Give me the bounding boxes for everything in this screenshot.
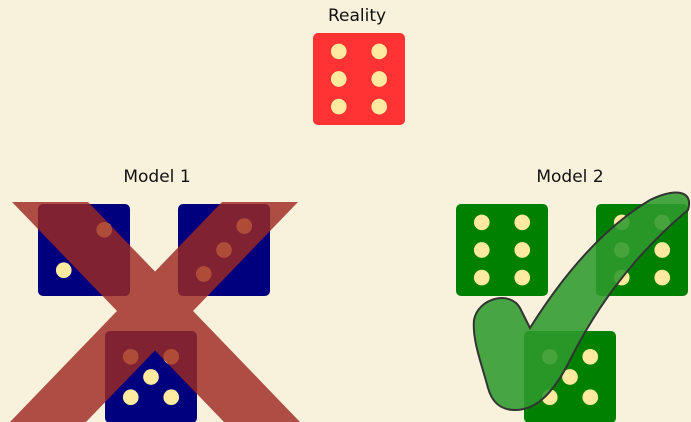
die-pip [331,44,347,60]
model2-label: Model 2 [536,167,603,187]
die-pip [56,262,72,278]
die-body [456,204,548,296]
die-pip [371,44,387,60]
die-pip [371,99,387,115]
die-pip [654,270,670,286]
die-pip [582,349,598,365]
model1-label: Model 1 [123,167,190,187]
model2-die-six [456,204,548,296]
reality-label: Reality [328,6,386,26]
reality-die-six [313,33,405,125]
die-pip [163,389,179,405]
die-pip [143,369,159,385]
die-pip [654,242,670,258]
die-pip [371,71,387,87]
die-pip [123,389,139,405]
die-pip [514,215,530,231]
die-pip [582,389,598,405]
die-pip [474,242,490,258]
die-pip [331,99,347,115]
die-body [313,33,405,125]
die-pip [474,270,490,286]
die-pip [474,215,490,231]
die-pip [514,270,530,286]
die-pip [331,71,347,87]
die-pip [514,242,530,258]
